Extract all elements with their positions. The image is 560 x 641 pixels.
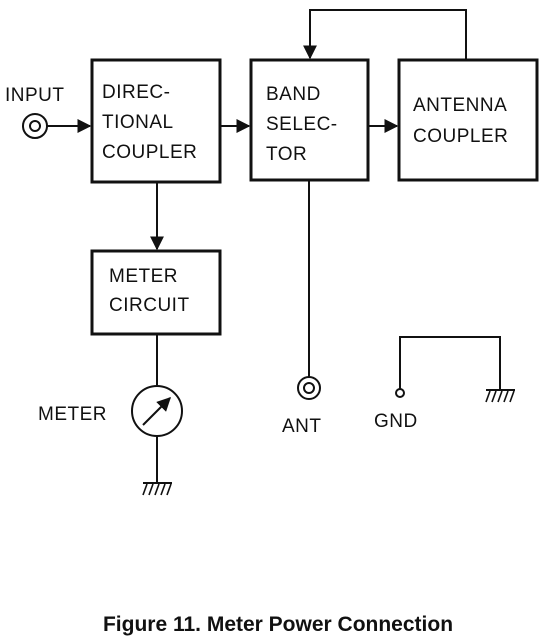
antenna-coupler-line-2: COUPLER [413, 126, 508, 147]
input-connector-inner [29, 120, 41, 132]
band-selector-line-2: SELEC- [266, 114, 338, 135]
antenna-coupler-line-1: ANTENNA [413, 95, 507, 116]
antenna-coupler-block [397, 58, 539, 182]
ant-connector-inner [303, 382, 315, 394]
meter-circuit-block [90, 249, 222, 336]
meter-circuit-line-2: CIRCUIT [109, 295, 190, 316]
input-label: INPUT [5, 85, 65, 106]
feedback-loop-arrow [303, 9, 467, 60]
band-selector-line-3: TOR [266, 144, 307, 165]
meter-circuit-line-1: METER [109, 266, 178, 287]
gnd-ground-icon [485, 389, 515, 403]
meter-ground-icon [142, 482, 172, 496]
band-selector-line-1: BAND [266, 84, 321, 105]
band-selector-block [249, 58, 370, 182]
input-connector-icon [22, 113, 48, 139]
meter-label: METER [38, 404, 107, 425]
gnd-label: GND [374, 411, 418, 432]
figure-caption: Figure 11. Meter Power Connection [103, 613, 453, 636]
gnd-terminal-icon [395, 388, 405, 398]
ant-connector-icon [297, 376, 321, 400]
directional-coupler-line-3: COUPLER [102, 142, 197, 163]
directional-coupler-block [90, 58, 222, 184]
gnd-wire [399, 336, 501, 390]
directional-coupler-line-1: DIREC- [102, 82, 170, 103]
meter-gauge-icon [131, 385, 183, 437]
ant-label: ANT [282, 416, 322, 437]
directional-coupler-line-2: TIONAL [102, 112, 174, 133]
